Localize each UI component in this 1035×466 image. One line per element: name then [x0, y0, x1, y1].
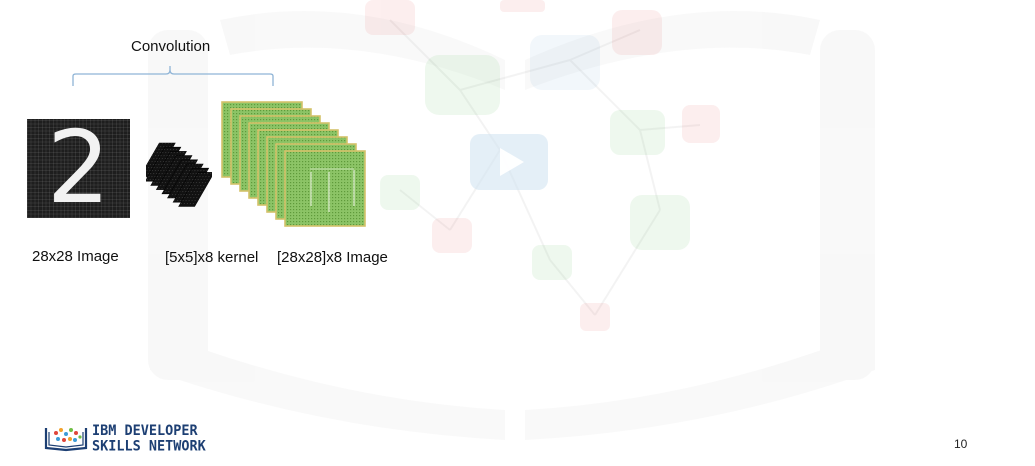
page-number: 10 — [954, 437, 968, 451]
kernel-layer — [178, 172, 212, 207]
convolution-bracket — [72, 66, 274, 86]
logo-line-1: IBM DEVELOPER — [92, 422, 198, 439]
logo-line-2: SKILLS NETWORK — [92, 437, 206, 455]
logo-wordmark: IBM DEVELOPER SKILLS NETWORK — [92, 423, 206, 455]
kernel-label: [5x5]x8 kernel — [165, 249, 259, 266]
video-play-button[interactable] — [470, 134, 548, 190]
digit-glyph: 2 — [46, 109, 111, 226]
feature-map-stack — [221, 101, 366, 227]
input-image-label: 28x28 Image — [32, 248, 119, 265]
feature-map-layer — [284, 150, 366, 227]
output-image-label: [28x28]x8 Image — [277, 249, 388, 266]
feature-map-digit-trace — [310, 168, 355, 212]
play-icon — [500, 148, 524, 176]
input-digit-image: 2 — [27, 113, 130, 223]
ibm-skills-network-logo-icon — [44, 428, 88, 452]
kernel-stack — [146, 142, 212, 207]
convolution-label: Convolution — [131, 38, 211, 55]
